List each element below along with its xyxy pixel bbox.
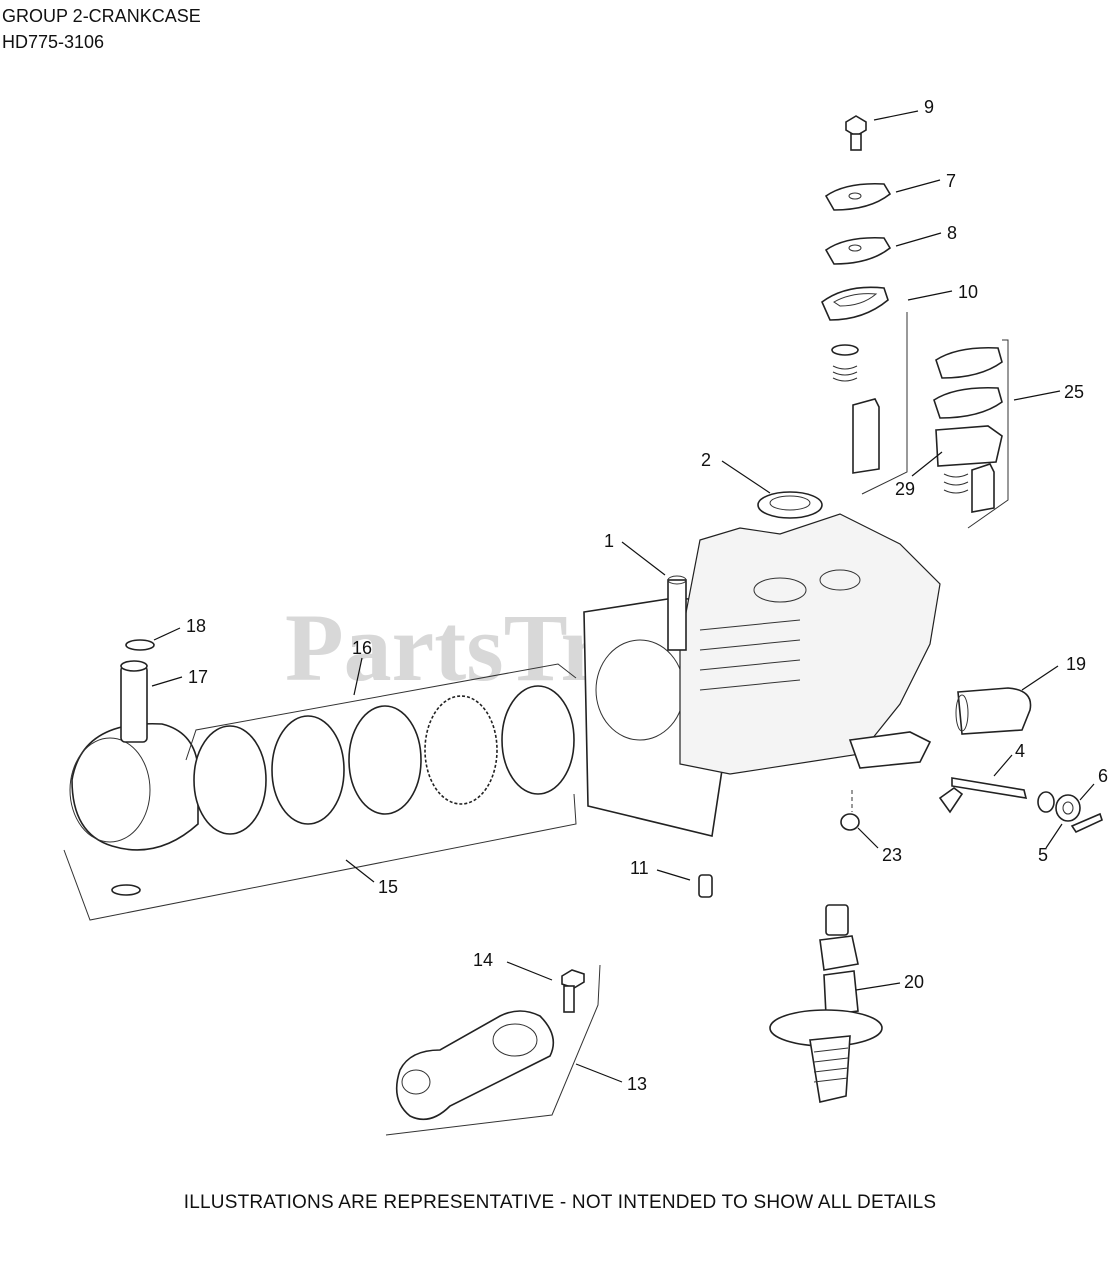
washer-part-23 xyxy=(840,813,860,831)
callout-7: 7 xyxy=(946,171,956,191)
callout-20: 20 xyxy=(904,972,924,992)
bracket-line-16 xyxy=(185,663,577,761)
callout-18: 18 xyxy=(186,616,206,636)
callout-1: 1 xyxy=(604,531,614,551)
piston-rings-part-16 xyxy=(193,685,575,835)
bolt-part-14 xyxy=(561,969,585,1013)
callout-9: 9 xyxy=(924,97,934,117)
callout-23: 23 xyxy=(882,845,902,865)
callout-25: 25 xyxy=(1064,382,1084,402)
group-title: GROUP 2-CRANKCASE xyxy=(2,6,201,26)
callout-16: 16 xyxy=(352,638,372,658)
washer-part-6 xyxy=(1037,791,1081,822)
callout-6: 6 xyxy=(1098,766,1108,786)
callout-15: 15 xyxy=(378,877,398,897)
plates-part-25 xyxy=(933,346,1003,513)
plate-part-8 xyxy=(824,236,892,265)
callout-8: 8 xyxy=(947,223,957,243)
connecting-rod-part-13 xyxy=(395,1010,555,1121)
bolt-part-9 xyxy=(845,115,867,151)
callout-10: 10 xyxy=(958,282,978,302)
bracket-line-13 xyxy=(385,964,601,1136)
crankcase-part-1 xyxy=(583,513,941,837)
camshaft-part-20 xyxy=(769,904,883,1103)
plate-part-7 xyxy=(824,182,892,211)
seal-part-2 xyxy=(757,491,823,519)
callout-labels: 9 7 8 10 25 2 29 1 18 17 16 19 4 6 5 23 … xyxy=(186,97,1108,1094)
gasket-part-10 xyxy=(821,286,889,321)
callout-17: 17 xyxy=(188,667,208,687)
callout-5: 5 xyxy=(1038,845,1048,865)
model-code: HD775-3106 xyxy=(2,32,105,52)
callout-19: 19 xyxy=(1066,654,1086,674)
dowel-part-11 xyxy=(698,874,713,898)
callout-2: 2 xyxy=(701,450,711,470)
piston-pin-part-17 xyxy=(120,660,148,743)
callout-11: 11 xyxy=(630,858,649,878)
spring-valve-parts-10 xyxy=(831,344,880,474)
bracket-line-10 xyxy=(861,312,908,495)
callout-29: 29 xyxy=(895,479,915,499)
leader-lines xyxy=(151,110,1095,1083)
callout-13: 13 xyxy=(627,1074,647,1094)
callout-14: 14 xyxy=(473,950,493,970)
callout-4: 4 xyxy=(1015,741,1025,761)
bracket-line-25 xyxy=(967,339,1009,529)
disclaimer-footer: ILLUSTRATIONS ARE REPRESENTATIVE - NOT I… xyxy=(183,1192,937,1213)
retaining-ring-part-18 xyxy=(111,639,155,896)
cotter-pin-part-5 xyxy=(1070,812,1103,834)
fitting-part-19 xyxy=(955,687,1032,735)
bracket-line-15 xyxy=(63,793,577,921)
shaft-part-4 xyxy=(938,777,1028,814)
